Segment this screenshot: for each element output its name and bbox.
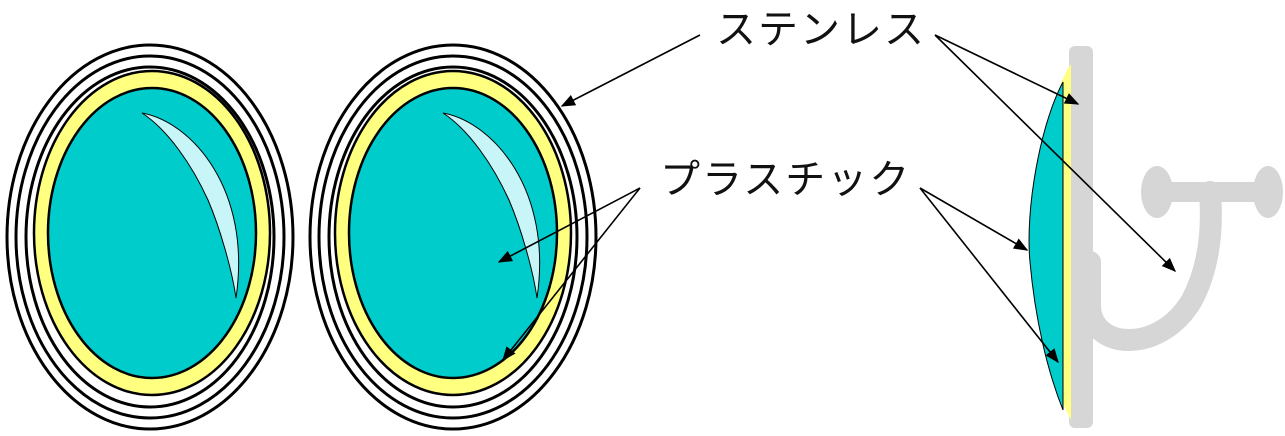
- label-plastic: プラスチック: [660, 160, 911, 200]
- side-frame-bar: [1069, 46, 1093, 428]
- arrow-stainless-to-side-bar: [935, 35, 1078, 104]
- label-stainless: ステンレス: [716, 10, 926, 50]
- left-lens: [7, 45, 293, 429]
- arrow-stainless-to-frame: [562, 35, 700, 106]
- side-view: [1029, 46, 1283, 428]
- arrow-plastic-to-side-lens: [920, 188, 1027, 250]
- hinge-knob-right: [1253, 166, 1283, 218]
- right-lens: [310, 45, 596, 429]
- hinge-knob-left: [1141, 166, 1173, 218]
